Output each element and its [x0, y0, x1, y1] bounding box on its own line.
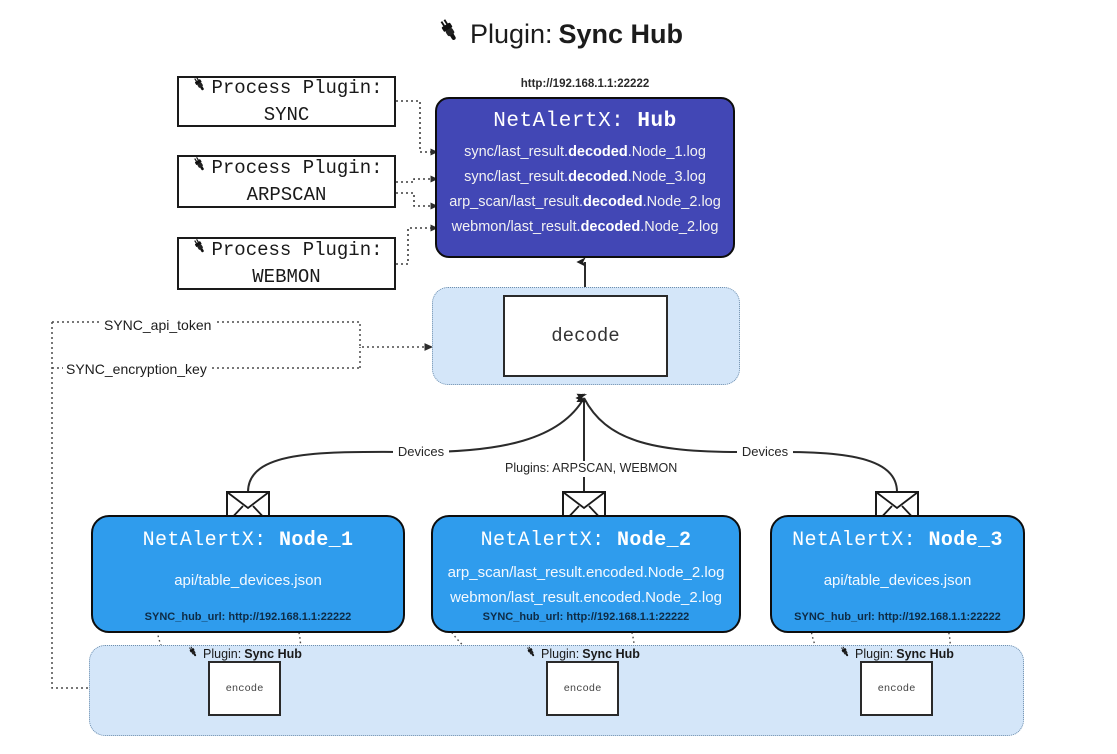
encode-label: encode	[225, 682, 264, 695]
hub-title-name: Hub	[637, 110, 677, 133]
page-title-prefix: Plugin:	[469, 19, 553, 49]
plug-icon	[838, 645, 852, 662]
node-log-line: arp_scan/last_result.encoded.Node_2.log	[447, 564, 725, 581]
hub-log-line: arp_scan/last_result.decoded.Node_2.log	[449, 193, 721, 210]
encode-box-node-1[interactable]: encode	[208, 661, 281, 716]
node-log-line: webmon/last_result.encoded.Node_2.log	[450, 588, 722, 606]
sync-api-token-label: SYNC_api_token	[101, 317, 215, 333]
node-footer: SYNC_hub_url: http://192.168.1.1:22222	[794, 611, 1001, 623]
plug-icon	[524, 645, 538, 662]
plug-icon	[190, 237, 209, 265]
sync-encryption-key-label: SYNC_encryption_key	[63, 361, 210, 377]
node-log-line: api/table_devices.json	[174, 572, 322, 589]
process-plugin-label: Process Plugin:	[211, 76, 383, 99]
plugins-label-center: Plugins: ARPSCAN, WEBMON	[505, 461, 678, 475]
plug-icon	[186, 645, 200, 662]
plugin-tag-prefix: Plugin:	[541, 646, 580, 661]
plugin-tag-prefix: Plugin:	[855, 646, 894, 661]
encode-label: encode	[877, 682, 916, 695]
hub-title: NetAlertX: Hub	[493, 110, 676, 133]
hub-log-line: sync/last_result.decoded.Node_1.log	[464, 144, 706, 160]
plugin-tag-name: Sync Hub	[582, 646, 640, 661]
encode-box-node-2[interactable]: encode	[546, 661, 619, 716]
node-box-node-1[interactable]: NetAlertX: Node_1 api/table_devices.json…	[91, 515, 405, 633]
node-footer: SYNC_hub_url: http://192.168.1.1:22222	[144, 611, 352, 623]
plug-icon	[190, 75, 209, 103]
page-title: Plugin: Sync Hub	[0, 16, 1117, 53]
hub-url-label: http://192.168.1.1:22222	[520, 78, 650, 90]
devices-label-right: Devices	[741, 444, 789, 459]
node-box-node-3[interactable]: NetAlertX: Node_3 api/table_devices.json…	[770, 515, 1025, 633]
process-plugin-label: Process Plugin:	[211, 238, 383, 261]
process-plugin-label: Process Plugin:	[211, 156, 383, 179]
plugin-tag-node-2: Plugin: Sync Hub	[524, 645, 640, 662]
plugin-tag-prefix: Plugin:	[203, 646, 242, 661]
decode-label: decode	[551, 325, 620, 347]
process-plugin-name: SYNC	[263, 103, 310, 126]
devices-label-left: Devices	[397, 444, 445, 459]
plug-icon	[434, 16, 464, 53]
encode-label: encode	[563, 682, 602, 695]
process-plugin-box-arpscan[interactable]: Process Plugin: ARPSCAN	[177, 155, 396, 208]
process-plugin-box-webmon[interactable]: Process Plugin: WEBMON	[177, 237, 396, 290]
plugin-tag-node-1: Plugin: Sync Hub	[186, 645, 302, 662]
encode-box-node-3[interactable]: encode	[860, 661, 933, 716]
hub-log-line: webmon/last_result.decoded.Node_2.log	[451, 218, 719, 235]
hub-box[interactable]: NetAlertX: Hub sync/last_result.decoded.…	[435, 97, 735, 258]
hub-title-prefix: NetAlertX:	[493, 110, 625, 133]
plugin-tag-name: Sync Hub	[244, 646, 302, 661]
process-plugin-name: ARPSCAN	[246, 183, 327, 206]
process-plugin-name: WEBMON	[252, 265, 321, 288]
page-title-name: Sync Hub	[558, 19, 684, 49]
hub-log-line: sync/last_result.decoded.Node_3.log	[464, 168, 706, 185]
decode-box[interactable]: decode	[503, 295, 668, 377]
plugin-tag-node-3: Plugin: Sync Hub	[838, 645, 954, 662]
plugin-tag-name: Sync Hub	[896, 646, 954, 661]
node-footer: SYNC_hub_url: http://192.168.1.1:22222	[482, 611, 690, 623]
node-box-node-2[interactable]: NetAlertX: Node_2 arp_scan/last_result.e…	[431, 515, 741, 633]
node-title: NetAlertX: Node_2	[480, 529, 692, 552]
node-log-line: api/table_devices.json	[823, 572, 972, 589]
plug-icon	[190, 155, 209, 183]
process-plugin-box-sync[interactable]: Process Plugin: SYNC	[177, 76, 396, 127]
node-title: NetAlertX: Node_1	[142, 529, 354, 552]
node-title: NetAlertX: Node_3	[792, 529, 1003, 552]
